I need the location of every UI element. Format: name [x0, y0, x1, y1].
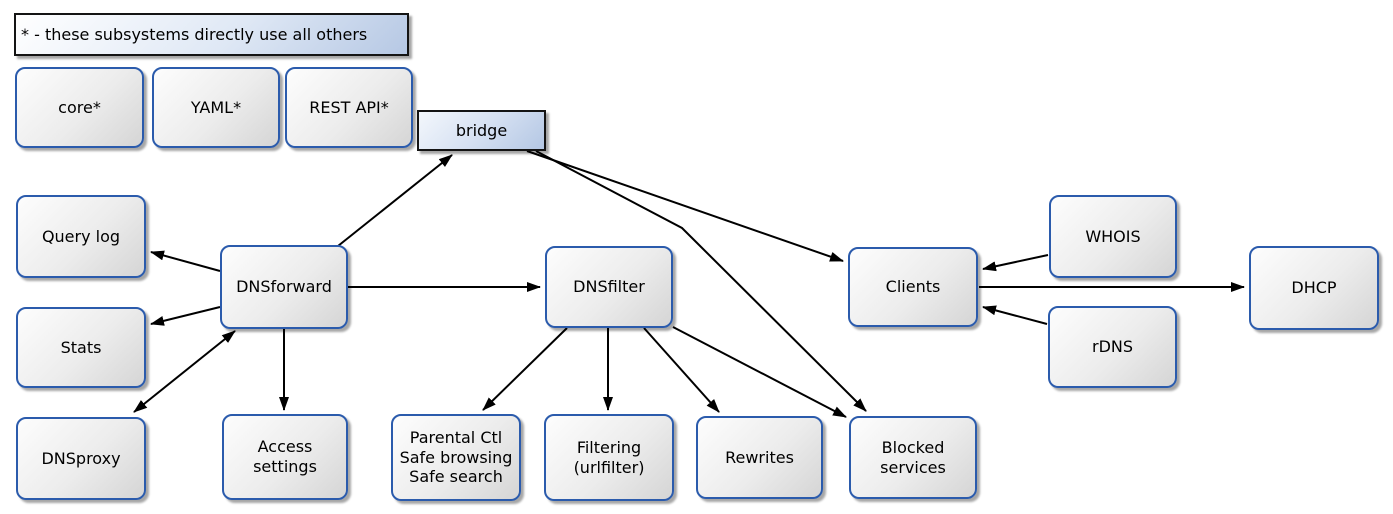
node-stats: Stats [16, 307, 146, 388]
node-parental-safebrowsing-safesearch: Parental Ctl Safe browsing Safe search [391, 414, 521, 501]
edge-dnsfilter-rewrites [643, 327, 720, 413]
node-access-settings-label: Access settings [253, 437, 317, 476]
legend-note-text: * - these subsystems directly use all ot… [21, 25, 368, 44]
legend-note: * - these subsystems directly use all ot… [14, 13, 409, 56]
node-filtering-urlfilter: Filtering (urlfilter) [544, 414, 674, 501]
edge-whois-clients [982, 254, 1049, 272]
node-rest-api: REST API* [285, 67, 413, 148]
node-dnsfilter-label: DNSfilter [573, 277, 645, 297]
node-core: core* [15, 67, 144, 148]
node-rewrites: Rewrites [696, 416, 823, 499]
node-stats-label: Stats [60, 337, 102, 357]
node-dhcp: DHCP [1249, 246, 1379, 330]
node-filtering-label: Filtering (urlfilter) [573, 437, 645, 477]
node-bridge: bridge [417, 110, 546, 151]
node-rest-api-label: REST API* [309, 97, 389, 117]
edge-bridge-blocked [535, 150, 867, 412]
node-whois-label: WHOIS [1085, 226, 1141, 246]
edge-dnsforward-stats [150, 306, 221, 326]
node-dnsproxy: DNSproxy [16, 417, 146, 500]
node-yaml-label: YAML* [190, 97, 242, 117]
edge-dnsforward-bridge [337, 154, 453, 247]
node-yaml: YAML* [152, 67, 280, 148]
edge-dnsfilter-blocked [672, 326, 847, 418]
edge-dnsfilter-parental [482, 327, 568, 411]
node-blocked-services-label: Blocked services [880, 437, 946, 477]
node-dnsproxy-label: DNSproxy [41, 448, 121, 468]
node-parental-label: Parental Ctl Safe browsing Safe search [399, 428, 513, 487]
node-clients-label: Clients [885, 277, 941, 297]
node-bridge-label: bridge [455, 120, 508, 140]
node-dnsforward: DNSforward [220, 245, 348, 329]
node-rewrites-label: Rewrites [725, 447, 794, 467]
node-query-log-label: Query log [41, 226, 121, 246]
node-clients: Clients [848, 247, 978, 327]
edge-dnsforward-dnsproxy [133, 330, 236, 413]
node-dnsfilter: DNSfilter [545, 246, 673, 328]
node-dhcp-label: DHCP [1291, 278, 1337, 298]
node-access-settings: Access settings [222, 414, 348, 500]
edge-dnsforward-querylog [150, 250, 221, 272]
node-core-label: core* [58, 97, 101, 117]
node-rdns-label: rDNS [1091, 337, 1134, 357]
node-whois: WHOIS [1049, 195, 1177, 278]
edge-bridge-clients [526, 150, 844, 262]
edge-rdns-clients [982, 305, 1048, 325]
node-query-log: Query log [16, 195, 146, 278]
node-blocked-services: Blocked services [849, 416, 977, 499]
node-dnsforward-label: DNSforward [236, 277, 332, 297]
node-rdns: rDNS [1048, 306, 1177, 388]
